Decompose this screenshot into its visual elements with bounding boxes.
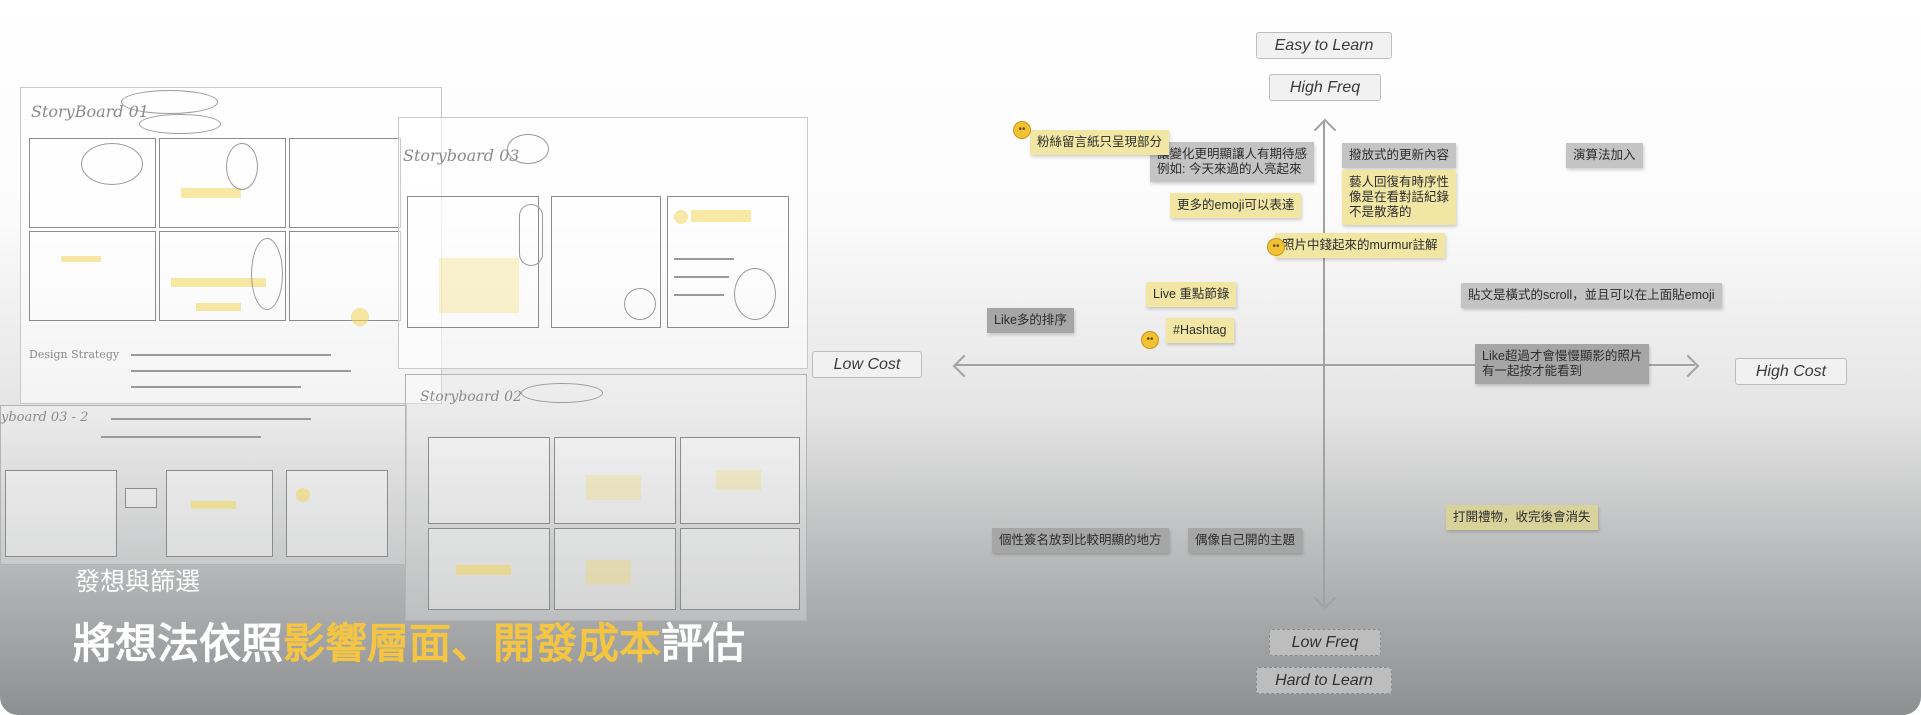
storyboard-03-2-title: yboard 03 - 2	[1, 410, 88, 425]
storyboard-03-2-sheet: yboard 03 - 2	[0, 405, 407, 565]
sticky-note-hashtag: #Hashtag	[1166, 318, 1234, 343]
sticky-note-horizontal-scroll: 貼文是橫式的scroll，並且可以在上面貼emoji	[1461, 283, 1722, 308]
axis-label-high-cost: High Cost	[1735, 358, 1847, 385]
axis-arrow-right	[1677, 355, 1700, 378]
sticky-note-playback-updates: 撥放式的更新內容	[1342, 143, 1456, 168]
storyboard-02-sheet: Storyboard 02	[405, 374, 807, 621]
sticky-note-like-sorting: Like多的排序	[987, 308, 1074, 333]
sticky-note-photo-murmur: 照片中錢起來的murmur註解	[1275, 233, 1445, 258]
axis-label-high-freq: High Freq	[1269, 74, 1381, 101]
design-strategy-label: Design Strategy	[29, 348, 119, 361]
emoji-face-icon: ••	[1013, 121, 1031, 139]
emoji-face-icon: ••	[1267, 238, 1285, 256]
axis-label-low-cost: Low Cost	[812, 351, 922, 378]
axis-arrow-up	[1314, 119, 1337, 142]
headline-part1: 將想法依照	[73, 620, 283, 667]
sticky-note-chronological-replies: 藝人回復有時序性像是在看對話紀錄不是散落的	[1342, 170, 1456, 225]
emoji-face-icon: ••	[1141, 331, 1159, 349]
slide-headline: 將想法依照影響層面、開發成本評估	[73, 610, 745, 671]
sticky-note-signature: 個性簽名放到比較明顯的地方	[992, 528, 1169, 553]
axis-label-low-freq: Low Freq	[1269, 629, 1381, 656]
sticky-note-algorithm: 演算法加入	[1566, 143, 1643, 168]
axis-label-hard-to-learn: Hard to Learn	[1256, 667, 1392, 694]
sticky-note-progress-anticipation: 讓變化更明顯讓人有期待感例如: 今天來過的人亮起來	[1150, 142, 1314, 182]
vertical-axis	[1323, 122, 1325, 607]
sticky-note-more-emoji: 更多的emoji可以表達	[1170, 193, 1301, 218]
sticky-note-open-gift: 打開禮物，收完後會消失	[1446, 505, 1598, 530]
storyboard-01-sheet: StoryBoard 01 Design Strategy	[20, 87, 442, 404]
storyboard-03-title: Storyboard 03	[403, 146, 519, 165]
storyboard-03-sheet: Storyboard 03	[398, 117, 808, 369]
axis-arrow-left	[953, 355, 976, 378]
sticky-note-idol-topics: 偶像自己開的主題	[1188, 528, 1302, 553]
sticky-note-fan-messages: 粉絲留言紙只呈現部分	[1030, 130, 1169, 155]
headline-highlight: 影響層面、開發成本	[283, 620, 661, 667]
section-caption: 發想與篩選	[75, 562, 200, 598]
axis-label-easy-to-learn: Easy to Learn	[1256, 32, 1392, 59]
sticky-note-live-highlights: Live 重點節錄	[1146, 282, 1236, 307]
headline-part2: 評估	[661, 620, 745, 667]
axis-arrow-down	[1314, 587, 1337, 610]
storyboard-02-title: Storyboard 02	[420, 389, 522, 405]
sticky-note-like-reveal-photo: Like超過才會慢慢顯影的照片有一起按才能看到	[1475, 344, 1649, 384]
